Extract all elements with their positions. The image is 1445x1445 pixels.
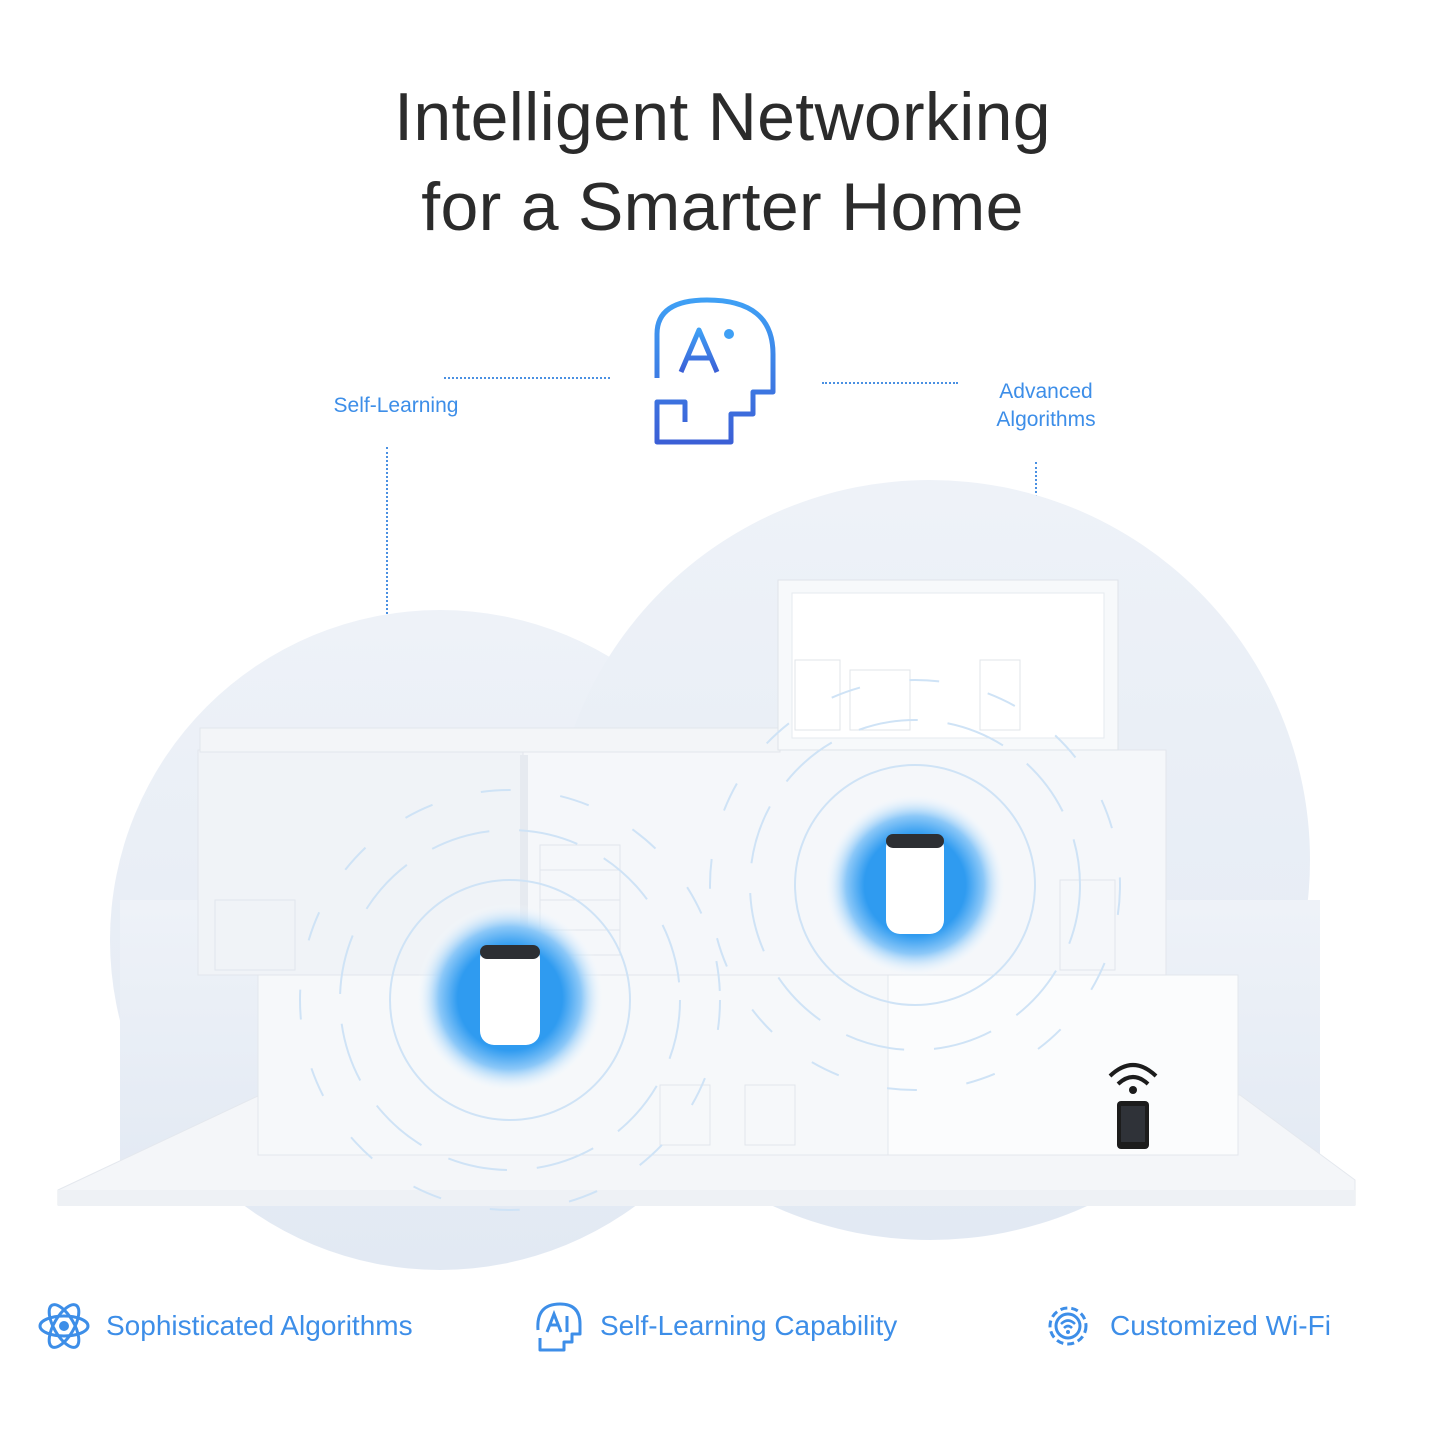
page-title: Intelligent Networking for a Smarter Hom… (0, 72, 1445, 252)
feature-customized-wifi: Customized Wi-Fi (1040, 1296, 1331, 1356)
callout-advanced-line-1: Advanced (999, 380, 1093, 403)
title-line-1: Intelligent Networking (394, 79, 1051, 155)
connector-right (822, 382, 958, 384)
ai-head-icon (654, 297, 776, 445)
feature-sophisticated-algorithms: Sophisticated Algorithms (36, 1296, 413, 1356)
mesh-router-1 (415, 903, 605, 1093)
feature-label: Sophisticated Algorithms (106, 1310, 413, 1341)
feature-self-learning-capability: Self-Learning Capability (530, 1296, 897, 1356)
gear-wifi-icon (1048, 1306, 1088, 1346)
title-line-2: for a Smarter Home (421, 169, 1024, 245)
callout-advanced-line-2: Algorithms (996, 408, 1096, 431)
callout-advanced-algorithms: Advanced Algorithms (966, 378, 1126, 434)
feature-row: Sophisticated Algorithms Self-Learning C… (0, 1296, 1445, 1356)
feature-label: Self-Learning Capability (600, 1310, 898, 1341)
atom-icon (38, 1303, 90, 1349)
phone-wifi (1108, 1063, 1158, 1149)
callout-self-learning: Self-Learning (316, 392, 476, 420)
callout-self-learning-text: Self-Learning (333, 394, 459, 417)
feature-label: Customized Wi-Fi (1110, 1310, 1331, 1341)
connector-left (444, 377, 610, 379)
mesh-router-2 (823, 793, 1007, 977)
ai-head-icon (536, 1302, 582, 1352)
